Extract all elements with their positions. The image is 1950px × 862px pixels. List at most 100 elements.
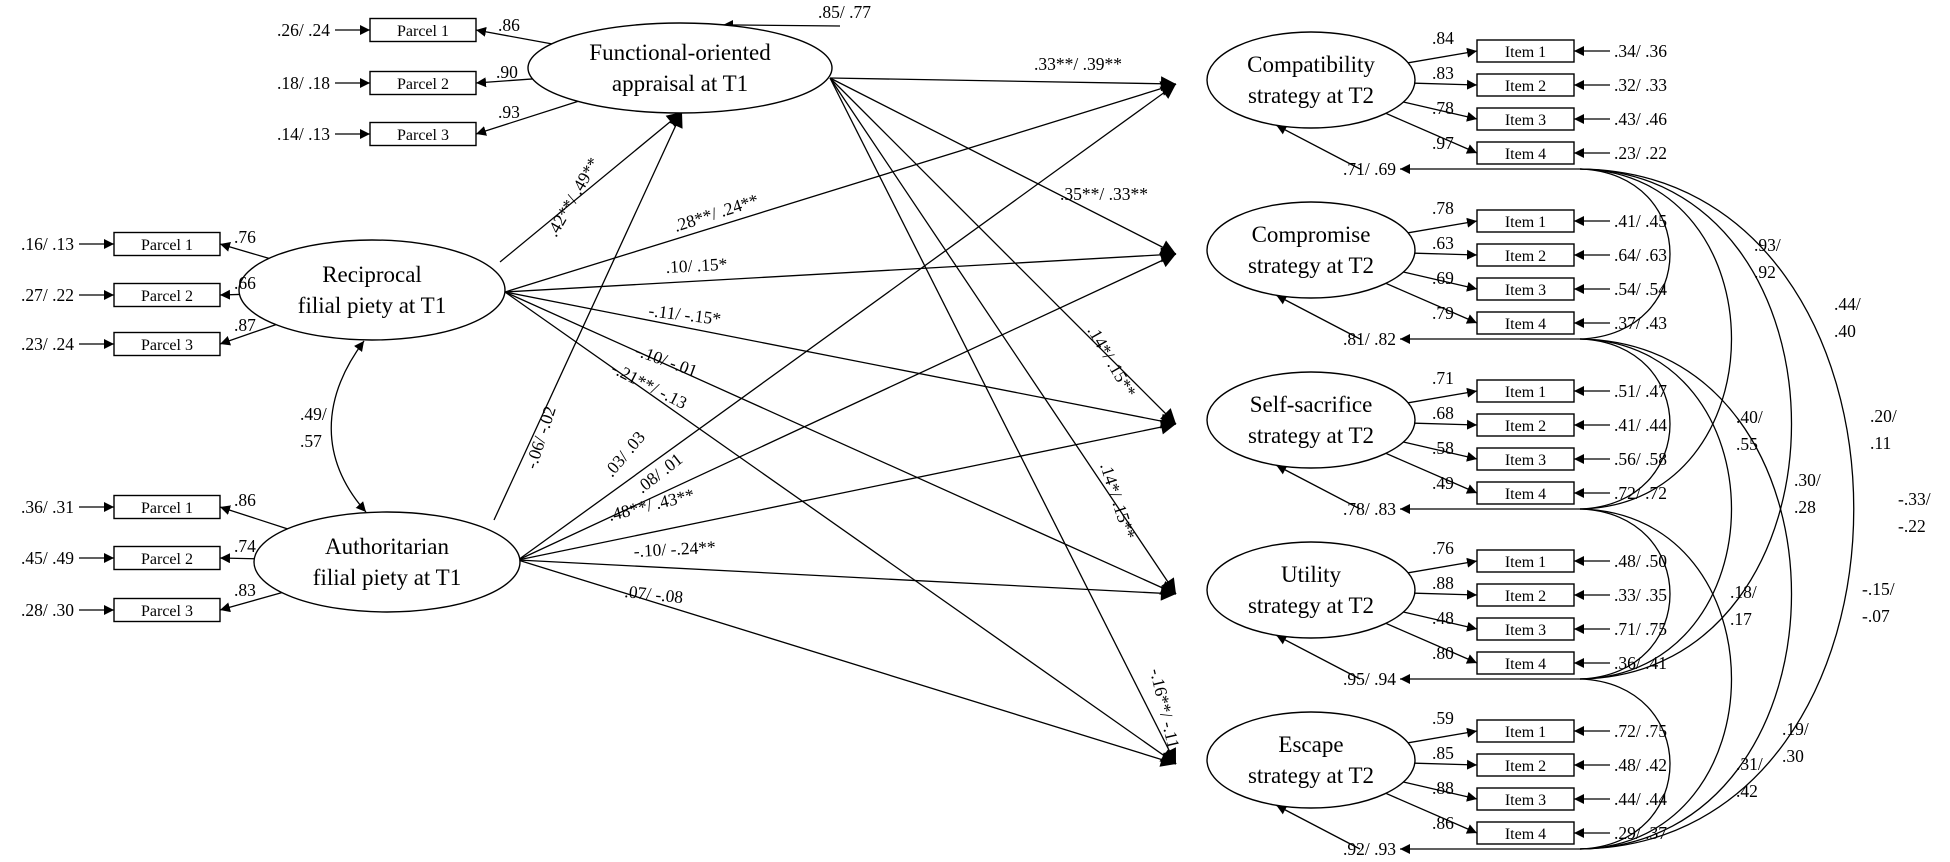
selfsac-loading-label: .68 (1432, 403, 1454, 423)
functional-parcel-label: Parcel 3 (397, 127, 449, 144)
compat-residual-label: .71/ .69 (1343, 159, 1396, 179)
compromise-error-label: .64/ .63 (1614, 245, 1667, 265)
escape-loading-arrow (1403, 781, 1478, 802)
reciprocal-parcel-box (113, 282, 221, 308)
residual-correlation-compat-compromise-label: .93/ (1754, 235, 1781, 255)
path-authoritarian-functional-label: -.06/ -.02 (521, 404, 560, 472)
latent-functional-label: appraisal at T1 (612, 71, 748, 96)
selfsac-loading-arrow (1385, 452, 1478, 494)
compat-loading-label: .84 (1432, 28, 1454, 48)
latent-selfsac-label: Self-sacrifice (1250, 392, 1373, 417)
selfsac-item-box (1476, 447, 1575, 471)
compat-error-label: .43/ .46 (1614, 109, 1667, 129)
escape-error-label: .72/ .75 (1614, 721, 1667, 741)
residual-correlation-compat-compromise-label: .92 (1754, 262, 1776, 282)
utility-loading-arrow (1414, 589, 1478, 600)
utility-loading-arrow (1408, 557, 1478, 574)
path-functional-utility-arrow (829, 77, 1177, 595)
escape-loading-label: .86 (1432, 813, 1454, 833)
path-reciprocal-utility-arrow (504, 291, 1177, 595)
path-reciprocal-compat-arrow (504, 81, 1177, 293)
authoritarian-loading-arrow (219, 553, 255, 564)
latent-authoritarian (253, 511, 521, 613)
authoritarian-parcel-label: Parcel 1 (141, 500, 193, 517)
residual-correlation-utility-escape-arc (1579, 678, 1671, 850)
compromise-loading-arrow (1408, 217, 1478, 234)
path-authoritarian-utility-arrow (517, 559, 1177, 601)
compat-loading-arrow (1414, 79, 1478, 90)
compromise-loading-arrow (1385, 282, 1478, 324)
selfsac-residual-arrow (1276, 464, 1361, 510)
path-functional-compromise-label: .35**/ .33** (1060, 184, 1148, 204)
path-reciprocal-functional-arrow (499, 111, 683, 263)
selfsac-error-label: .41/ .44 (1614, 415, 1667, 435)
utility-item-box (1476, 651, 1575, 675)
utility-loading-arrow (1403, 611, 1478, 632)
authoritarian-parcel-box (113, 597, 221, 623)
reciprocal-parcel-box (113, 231, 221, 257)
escape-error-label: .44/ .44 (1614, 789, 1667, 809)
utility-error-label: .71/ .75 (1614, 619, 1667, 639)
path-authoritarian-compat-label: .03/ .03 (600, 427, 650, 481)
functional-disturbance-label: .85/ .77 (818, 2, 871, 22)
escape-item-box (1476, 753, 1575, 777)
residual-correlation-compat-selfsac-label: .44/ (1834, 294, 1861, 314)
escape-loading-label: .59 (1432, 708, 1454, 728)
selfsac-item-box (1476, 481, 1575, 505)
latent-selfsac (1206, 371, 1416, 469)
compat-item-box (1476, 107, 1575, 131)
residual-correlation-selfsac-utility-label: .17 (1730, 609, 1752, 629)
latent-functional (527, 22, 833, 114)
compromise-error-label: .54/ .54 (1614, 279, 1667, 299)
utility-loading-label: .48 (1432, 608, 1454, 628)
selfsac-item-label: Item 2 (1505, 418, 1546, 435)
compromise-item-box (1476, 311, 1575, 335)
t1-correlation-label: .57 (300, 431, 322, 451)
utility-error-label: .36/ .41 (1614, 653, 1667, 673)
compat-loading-label: .97 (1432, 133, 1454, 153)
residual-correlation-compat-utility-label: .20/ (1870, 406, 1897, 426)
residual-correlation-compromise-escape-label: -.07 (1862, 606, 1890, 626)
functional-loading-label: .93 (498, 102, 520, 122)
path-authoritarian-selfsac-arrow (517, 419, 1177, 561)
escape-item-box (1476, 787, 1575, 811)
residual-correlation-compromise-escape-label: -.15/ (1862, 579, 1895, 599)
residual-correlation-compromise-selfsac-label: .55 (1736, 434, 1758, 454)
residual-correlation-compat-compromise-arc (1579, 168, 1671, 340)
latent-utility (1206, 541, 1416, 639)
latent-compromise-label: strategy at T2 (1248, 253, 1374, 278)
selfsac-loading-label: .58 (1432, 438, 1454, 458)
compat-loading-label: .78 (1432, 98, 1454, 118)
authoritarian-error-label: .28/ .30 (21, 600, 74, 620)
selfsac-residual-label: .78/ .83 (1343, 499, 1396, 519)
latent-reciprocal-label: filial piety at T1 (298, 293, 446, 318)
utility-loading-label: .88 (1432, 573, 1454, 593)
authoritarian-loading-arrow (219, 591, 282, 613)
residual-correlation-compromise-utility-arc (1579, 338, 1733, 680)
latent-compat-label: strategy at T2 (1248, 83, 1374, 108)
selfsac-loading-arrow (1414, 419, 1478, 430)
path-functional-compat-label: .33**/ .39** (1034, 54, 1122, 74)
selfsac-item-box (1476, 413, 1575, 437)
path-authoritarian-compat-arrow (517, 83, 1177, 561)
path-functional-compromise-arrow (829, 77, 1177, 255)
compromise-error-label: .37/ .43 (1614, 313, 1667, 333)
compat-loading-label: .83 (1432, 63, 1454, 83)
reciprocal-parcel-label: Parcel 2 (141, 288, 193, 305)
latent-compromise (1206, 201, 1416, 299)
residual-correlation-compromise-selfsac-arc (1579, 338, 1671, 510)
functional-loading-arrow (475, 26, 552, 45)
compromise-loading-arrow (1414, 249, 1478, 260)
compat-loading-arrow (1385, 112, 1478, 154)
reciprocal-loading-label: .76 (234, 227, 256, 247)
utility-item-box (1476, 549, 1575, 573)
selfsac-loading-arrow (1408, 387, 1478, 404)
compat-item-box (1476, 39, 1575, 63)
authoritarian-parcel-label: Parcel 3 (141, 603, 193, 620)
residual-correlation-selfsac-escape-label: .30 (1782, 746, 1804, 766)
path-reciprocal-compromise-label: .10/ .15* (665, 254, 728, 277)
escape-error-label: .48/ .42 (1614, 755, 1667, 775)
functional-parcel-box (369, 17, 477, 43)
compromise-item-label: Item 3 (1505, 282, 1546, 299)
